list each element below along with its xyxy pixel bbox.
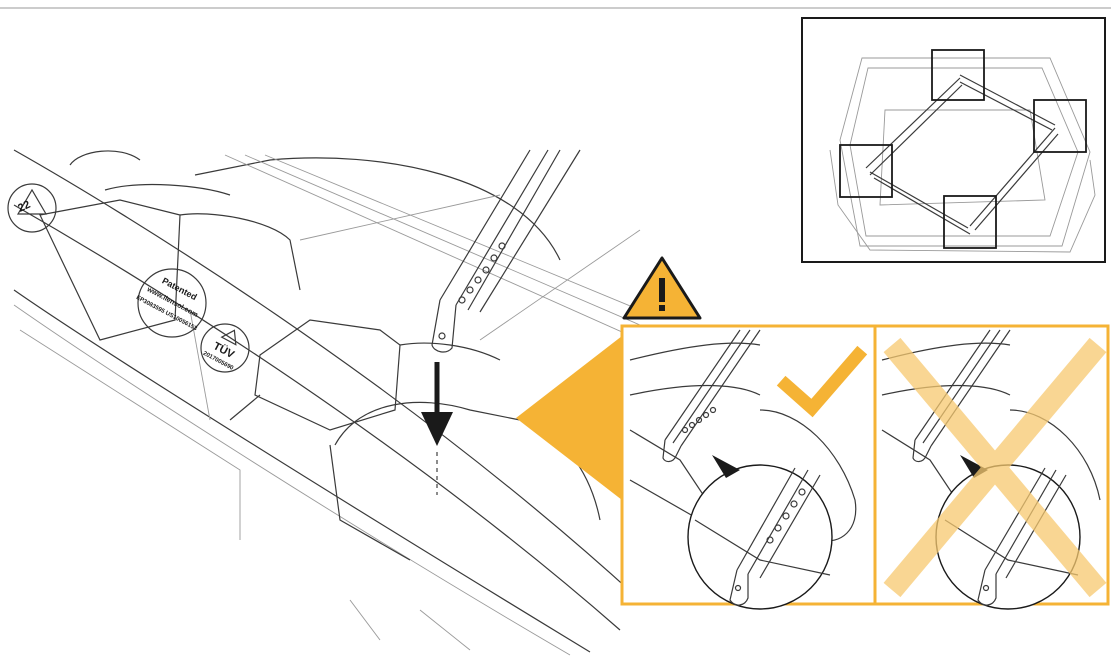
- recycle-code: 22: [16, 199, 32, 215]
- down-arrow-icon: [421, 362, 453, 495]
- overview-inset: [801, 17, 1106, 263]
- corner-highlight-right: [1033, 99, 1087, 153]
- cross-mark-icon: [883, 337, 1107, 598]
- corner-highlight-left: [839, 144, 893, 198]
- incorrect-panel: [873, 324, 1110, 610]
- main-illustration: 22 Patented www.ilensol.com EP3083595 US…: [7, 149, 641, 656]
- patent-badge: Patented www.ilensol.com EP3083595 US100…: [135, 268, 207, 338]
- check-mark-icon: [776, 345, 868, 418]
- callout-pointer: [516, 336, 622, 500]
- tuv-badge: TÜV 2017005690: [200, 323, 250, 373]
- warning-triangle-icon: [622, 256, 702, 320]
- recycle-badge: 22: [7, 183, 57, 233]
- corner-highlight-top: [931, 49, 985, 101]
- corner-highlight-bottom: [943, 195, 997, 249]
- magnifier-circle: [687, 464, 833, 610]
- correct-panel: [620, 324, 877, 610]
